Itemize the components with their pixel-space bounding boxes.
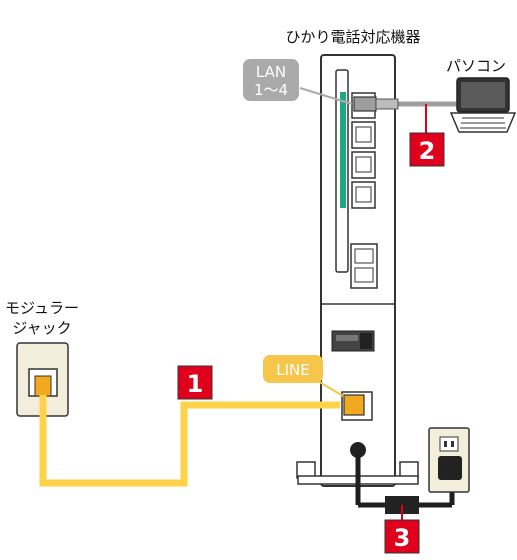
step-badge-2: 2: [409, 104, 445, 167]
lan-label: LAN 1～4: [243, 59, 299, 101]
step-badge-1: 1: [177, 365, 213, 400]
svg-text:2: 2: [419, 137, 436, 165]
usb-ports: [350, 243, 378, 289]
router-device: [296, 54, 419, 487]
svg-text:1～4: 1～4: [254, 81, 288, 99]
svg-text:3: 3: [394, 524, 411, 552]
modular-jack-label-line1: モジュラー: [5, 299, 79, 317]
power-switch: [331, 330, 375, 352]
wall-outlet: [428, 427, 470, 493]
line-label: LINE: [263, 355, 344, 397]
modular-jack-label-line2: ジャック: [12, 319, 71, 337]
svg-text:LAN: LAN: [256, 63, 286, 81]
svg-text:1: 1: [187, 370, 204, 398]
pc-label: パソコン: [446, 57, 506, 75]
step-badge-3: 3: [384, 505, 420, 554]
status-led-bar: [340, 92, 346, 208]
line-cable-plug: [343, 394, 365, 416]
lan-cable-plug: [353, 96, 377, 112]
device-label: ひかり電話対応機器: [285, 28, 420, 46]
line-cable: [39, 395, 340, 487]
svg-text:LINE: LINE: [276, 361, 309, 379]
laptop-icon: [449, 77, 517, 133]
